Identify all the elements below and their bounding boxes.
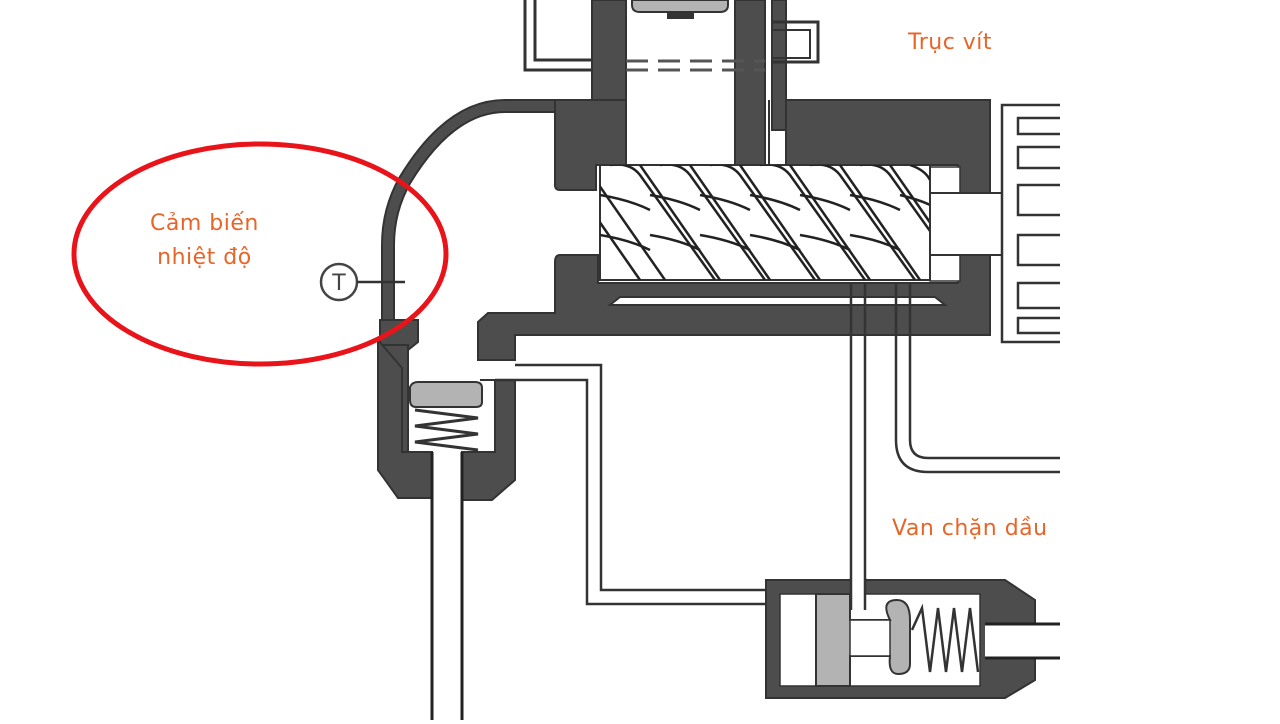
- screw-rotor: [599, 164, 1003, 281]
- sensor-symbol-text: T: [331, 271, 346, 296]
- upper-cylinder: [591, 0, 820, 166]
- curved-pipe: [381, 99, 560, 330]
- label-temperature-sensor-line1: Cảm biến: [150, 211, 259, 236]
- label-screw-rotor: Trục vít: [908, 30, 993, 55]
- highlight-ellipse: [71, 141, 449, 367]
- label-oil-stop-valve: Van chặn dầu: [892, 516, 1048, 541]
- oil-lines: [849, 283, 1060, 610]
- oil-stop-valve: [765, 578, 1060, 699]
- check-valve: [377, 319, 516, 720]
- inlet-pipe: [523, 0, 595, 72]
- cooling-fins: [1000, 103, 1060, 344]
- label-temperature-sensor: Cảm biến nhiệt độ: [150, 207, 259, 275]
- connecting-pipe: [495, 363, 770, 606]
- label-temperature-sensor-line2: nhiệt độ: [157, 245, 252, 270]
- temperature-sensor: T: [319, 262, 405, 302]
